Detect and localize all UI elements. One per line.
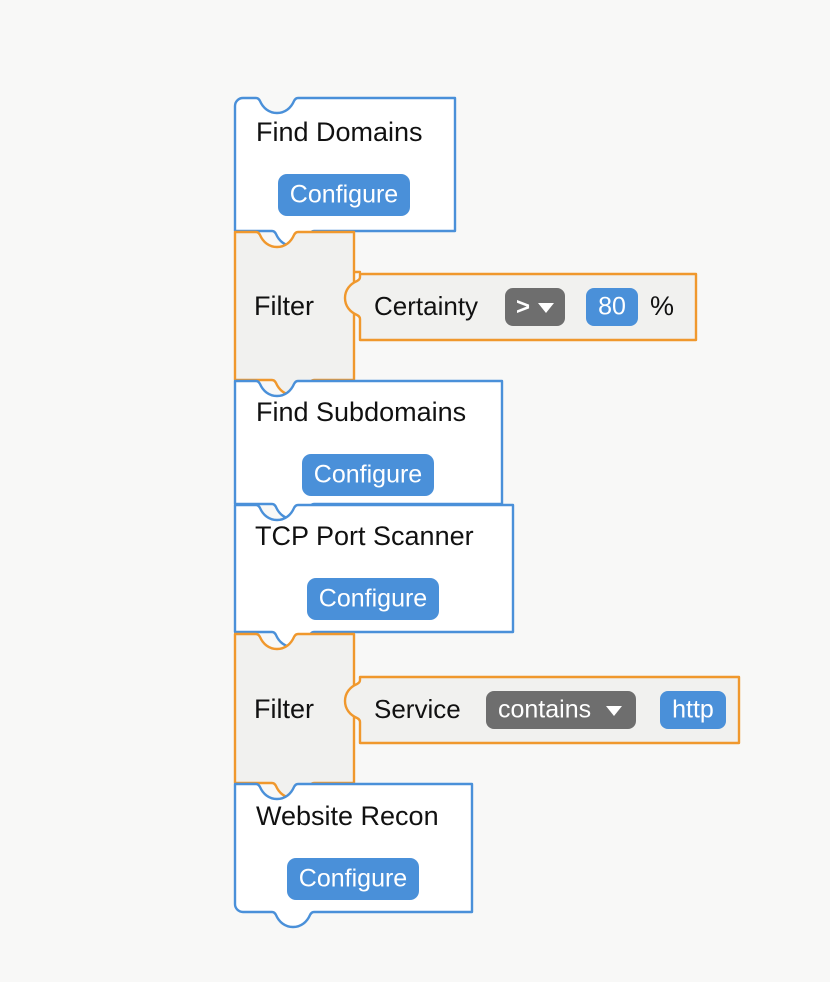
configure-button-label: Configure xyxy=(290,181,398,209)
block-website-recon-title: Website Recon xyxy=(256,801,439,831)
block-filter-certainty-body[interactable] xyxy=(233,230,362,397)
value-field-bg[interactable] xyxy=(586,288,638,326)
configure-button-bg[interactable] xyxy=(287,858,419,900)
block-find-subdomains-title: Find Subdomains xyxy=(256,397,466,427)
configure-button-label: Configure xyxy=(299,865,407,893)
operator-dropdown-bg[interactable] xyxy=(486,691,636,729)
block-find-domains[interactable]: Find Domains Configure xyxy=(233,96,457,248)
block-find-domains-title: Find Domains xyxy=(256,117,423,147)
configure-button-label: Configure xyxy=(314,461,422,489)
block-filter-service-title: Filter xyxy=(254,694,314,724)
configure-button-bg[interactable] xyxy=(278,174,410,216)
filter-certainty-operator-dropdown[interactable]: > xyxy=(505,288,565,326)
filter-service-value: http xyxy=(672,696,714,724)
filter-certainty-field-name: Certainty xyxy=(374,291,478,321)
configure-button-bg[interactable] xyxy=(307,578,439,620)
configure-button-tcp-port-scanner[interactable]: Configure xyxy=(307,578,439,620)
value-field-bg[interactable] xyxy=(660,691,726,729)
chevron-down-icon xyxy=(538,303,554,313)
block-find-subdomains[interactable]: Find Subdomains Configure xyxy=(233,379,504,521)
filter-service-value-field[interactable]: http xyxy=(660,691,726,729)
block-tcp-port-scanner-body[interactable] xyxy=(233,503,515,649)
configure-button-label: Configure xyxy=(319,585,427,613)
block-website-recon[interactable]: Website Recon Configure xyxy=(233,782,474,929)
configure-button-website-recon[interactable]: Configure xyxy=(287,858,419,900)
filter-service-field-name: Service xyxy=(374,694,461,724)
block-filter-certainty[interactable]: Filter Certainty > 80 % xyxy=(233,230,698,397)
filter-certainty-condition[interactable]: Certainty > 80 % xyxy=(343,272,698,342)
filter-service-operator-dropdown[interactable]: contains xyxy=(486,691,636,729)
filter-service-condition[interactable]: Service contains http xyxy=(343,675,741,745)
configure-button-bg[interactable] xyxy=(302,454,434,496)
block-tcp-port-scanner-title: TCP Port Scanner xyxy=(255,521,474,551)
filter-service-operator-label: contains xyxy=(498,696,591,724)
configure-button-find-domains[interactable]: Configure xyxy=(278,174,410,216)
block-filter-service[interactable]: Filter Service contains http xyxy=(233,632,741,800)
filter-certainty-operator-label: > xyxy=(516,293,530,320)
block-filter-service-body[interactable] xyxy=(233,632,356,800)
block-tcp-port-scanner[interactable]: TCP Port Scanner Configure xyxy=(233,503,515,649)
operator-dropdown-bg[interactable] xyxy=(505,288,565,326)
block-filter-certainty-title: Filter xyxy=(254,291,314,321)
configure-button-find-subdomains[interactable]: Configure xyxy=(302,454,434,496)
filter-certainty-unit: % xyxy=(650,291,674,321)
filter-certainty-value: 80 xyxy=(598,293,626,321)
filter-certainty-value-field[interactable]: 80 xyxy=(586,288,638,326)
chevron-down-icon xyxy=(606,706,622,716)
